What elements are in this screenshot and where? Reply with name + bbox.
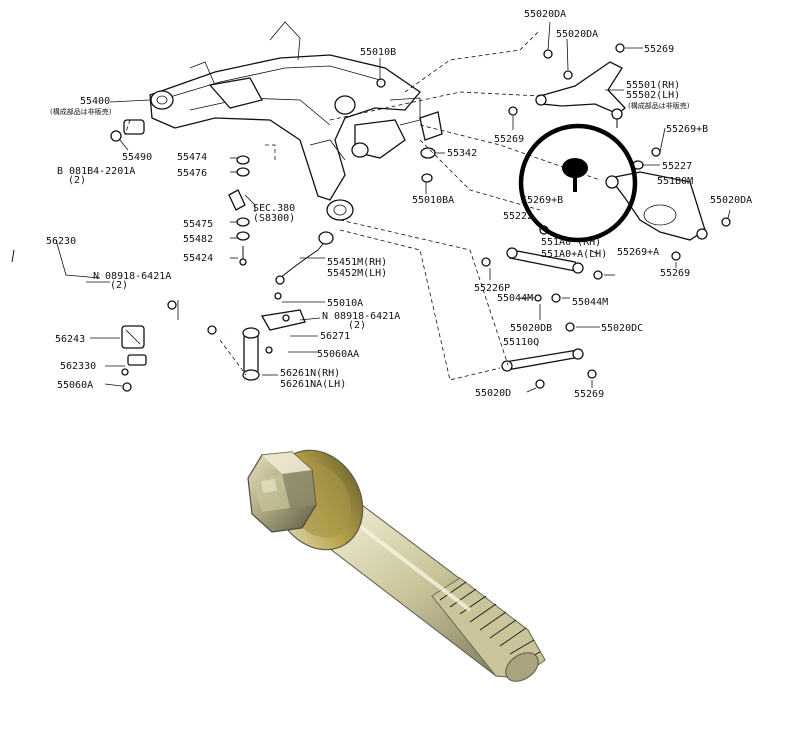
link-55451m	[275, 231, 334, 285]
label-55020da-second: 55020DA	[556, 29, 598, 40]
label-55060a: 55060A	[57, 380, 93, 391]
label-55476: 55476	[177, 168, 207, 179]
label-08918-upper: N 08918-6421A	[93, 271, 171, 282]
camber-bolt-photo	[247, 449, 546, 682]
label-551a0: 551A0 (RH)	[541, 237, 601, 248]
rear-suspension-member	[149, 21, 421, 221]
label-55400-note: (構成部品は非販売)	[50, 107, 112, 116]
label-08918-lower: N 08918-6421A	[322, 311, 400, 322]
label-56261na: 56261NA(LH)	[280, 379, 346, 390]
label-55451m: 55451M(RH)	[327, 257, 387, 268]
stabilizer-bushing	[121, 325, 147, 366]
label-55502-note: (構成部品は非販売)	[628, 101, 690, 110]
label-55269-top: 55269	[644, 44, 674, 55]
label-55452m: 55452M(LH)	[327, 268, 387, 279]
label-55502: 55502(LH)	[626, 90, 680, 101]
label-55424: 55424	[183, 253, 213, 264]
label-55269b-right: 55269+B	[666, 124, 708, 135]
label-56271: 56271	[320, 331, 350, 342]
label-56261n: 56261N(RH)	[280, 368, 340, 379]
label-55269a: 55269+A	[617, 247, 659, 258]
label-08918-lower-qty: (2)	[348, 320, 366, 331]
label-55010b: 55010B	[360, 47, 396, 58]
label-55020db: 55020DB	[510, 323, 552, 334]
label-55044m-right: 55044M	[572, 297, 608, 308]
label-55110q: 55110Q	[503, 337, 539, 348]
label-55044m-left: 55044M	[497, 293, 533, 304]
label-55474: 55474	[177, 152, 207, 163]
stabilizer-bar	[11, 238, 227, 346]
label-55020da-top: 55020DA	[524, 9, 566, 20]
highlight-circle	[518, 123, 638, 243]
label-55227: 55227	[662, 161, 692, 172]
upper-arm	[535, 61, 626, 128]
label-55269-right-lower: 55269	[660, 268, 690, 279]
label-55475: 55475	[183, 219, 213, 230]
label-55501: 55501(RH)	[626, 80, 680, 91]
label-55226p: 55226P	[474, 283, 510, 294]
leader-lines	[55, 21, 731, 393]
label-55482: 55482	[183, 234, 213, 245]
stabilizer-link	[242, 309, 306, 381]
label-55060aa: 55060AA	[317, 349, 359, 360]
label-08918-upper-qty: (2)	[110, 280, 128, 291]
label-551b0m: 551B0M	[657, 176, 693, 187]
label-55342: 55342	[447, 148, 477, 159]
label-081b4-qty: (2)	[68, 175, 86, 186]
link-55110q	[501, 348, 584, 372]
dashed-assembly-lines	[124, 29, 601, 381]
label-081b4: B 081B4-2201A	[57, 166, 135, 177]
label-55222: 55222	[503, 211, 533, 222]
label-55020d: 55020D	[475, 388, 511, 399]
label-55490: 55490	[122, 152, 152, 163]
label-551a0a: 551A0+A(LH)	[541, 249, 607, 260]
label-56243: 56243	[55, 334, 85, 345]
label-56230: 56230	[46, 236, 76, 247]
link-551a0	[506, 247, 584, 274]
label-562330: 562330	[60, 361, 96, 372]
label-55010a: 55010A	[327, 298, 363, 309]
label-55269-mid: 55269	[494, 134, 524, 145]
label-55020dc: 55020DC	[601, 323, 643, 334]
label-55010ba: 55010BA	[412, 195, 454, 206]
label-sec380: SEC.380	[253, 203, 295, 214]
label-55020da-right: 55020DA	[710, 195, 752, 206]
label-55269b-circle: 55269+B	[521, 195, 563, 206]
part-labels: 55020DA 55020DA 55269 55010B 55501(RH) 5…	[46, 9, 752, 400]
label-55269-bottom: 55269	[574, 389, 604, 400]
label-s8300: (S8300)	[253, 213, 295, 224]
label-55400: 55400	[80, 96, 110, 107]
